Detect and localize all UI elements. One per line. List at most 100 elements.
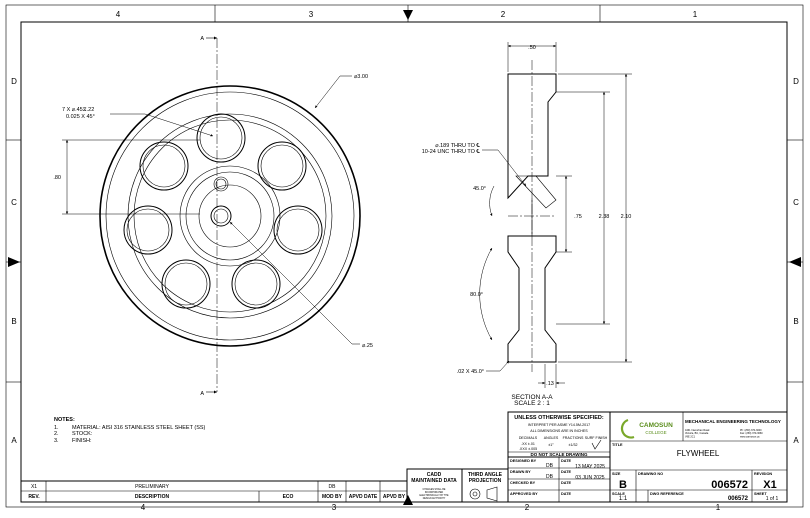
revision-header-description: DESCRIPTION <box>135 494 170 500</box>
tolerance-angle: ±1° <box>548 443 554 447</box>
tap-callout-line1: ⌀.189 THRU TO ℄ <box>435 143 480 149</box>
do-not-scale-note: DO NOT SCALE DRAWING <box>531 452 588 457</box>
zone-col-top-2: 2 <box>501 10 506 19</box>
drawing-no-label: DRAWING NO <box>638 472 663 476</box>
tolerance-header-fractions: FRACTIONS <box>563 436 584 440</box>
drawn-date: 03 JUN 2025 <box>575 475 604 481</box>
sheet-value: 1 of 1 <box>766 496 779 502</box>
note-1-number: 1. <box>54 425 59 431</box>
approved-by-label: APPROVED BY <box>510 492 538 496</box>
tap-angle: 45.0° <box>473 186 486 192</box>
cadd-title-line1: CADD <box>427 472 442 478</box>
tolerance-header-surface: SURF FINISH <box>585 436 608 440</box>
drawing-title: FLYWHEEL <box>677 449 720 458</box>
bore-circle <box>210 205 232 227</box>
scale-label: SCALE <box>612 492 625 496</box>
revision-row-mod-by: DB <box>329 484 337 490</box>
section-marker-bottom: A <box>200 391 204 397</box>
revision-header-mod-by: MOD BY <box>322 494 343 500</box>
title-block <box>609 411 788 503</box>
projection-cone-icon <box>486 486 498 502</box>
section-width-dimension: .50 <box>528 45 536 51</box>
logo-line2: COLLEGE <box>645 430 666 435</box>
section-marker-top: A <box>200 36 204 42</box>
zone-row-left-a: A <box>11 436 17 445</box>
tolerance-decimal-xxx: .XXX ±.005 <box>519 447 537 451</box>
section-view <box>479 42 632 388</box>
outer-diameter-callout: ⌀3.00 <box>354 74 368 80</box>
zone-row-left-d: D <box>11 77 17 86</box>
sheet-label: SHEET <box>754 492 767 496</box>
company-name: MECHANICAL ENGINEERING TECHNOLOGY <box>685 419 781 424</box>
designed-date: 13 MAY 2025 <box>575 464 605 470</box>
zone-col-top-4: 4 <box>116 10 121 19</box>
zone-row-right-c: C <box>793 198 799 207</box>
revision-row-description: PRELIMINARY <box>135 484 169 490</box>
designed-date-label: DATE <box>561 459 572 463</box>
designed-by-name: DB <box>546 463 554 469</box>
lightening-holes <box>123 113 323 309</box>
projection-line2: PROJECTION <box>469 478 502 484</box>
tolerance-header-angles: ANGLES <box>544 436 559 440</box>
tap-callout-line2: 10-24 UNC THRU TO ℄ <box>422 149 481 155</box>
vertical-dimension: .80 <box>53 175 61 181</box>
dimension-d1: .75 <box>574 214 582 220</box>
sheet-border <box>5 4 804 508</box>
revision-header-apvd-by: APVD BY <box>383 494 406 500</box>
revision-value: X1 <box>763 479 776 491</box>
tolerance-line2: ALL DIMENSIONS ARE IN INCHES <box>530 429 588 433</box>
drawing-number: 006572 <box>711 479 748 491</box>
camosun-logo <box>620 418 635 439</box>
zone-col-bottom-3: 3 <box>332 503 337 512</box>
zone-row-left-b: B <box>11 317 16 326</box>
zone-col-top-1: 1 <box>693 10 698 19</box>
logo-swirl-icon <box>620 418 635 439</box>
section-scale: SCALE 2 : 1 <box>514 400 550 407</box>
projection-line1: THIRD ANGLE <box>468 472 503 478</box>
revision-header-rev: REV. <box>28 494 40 500</box>
zone-row-right-a: A <box>793 436 799 445</box>
dwg-reference-label: DWG REFERENCE <box>650 492 684 496</box>
zone-row-left-c: C <box>11 198 17 207</box>
zone-row-right-d: D <box>793 77 799 86</box>
holes-callout-line2: 0.025 X 45° <box>66 114 95 120</box>
dwg-reference-value: 006572 <box>728 496 749 502</box>
tolerance-decimal-xx: .XX ±.01 <box>521 442 535 446</box>
revision-label: REVISION <box>754 472 772 476</box>
zone-col-bottom-4: 4 <box>141 503 146 512</box>
zone-col-bottom-2: 2 <box>525 503 530 512</box>
holes-callout-line1: 7 X ⌀.45⧖.22 <box>62 107 94 113</box>
zone-row-right-b: B <box>793 317 798 326</box>
note-1-text: MATERIAL: AISI 316 STAINLESS STEEL SHEET… <box>72 425 206 431</box>
dimension-d2: 2.38 <box>599 214 610 220</box>
tolerance-header-decimals: DECIMALS <box>519 436 538 440</box>
tolerance-title: UNLESS OTHERWISE SPECIFIED: <box>514 415 604 421</box>
revision-header-eco: ECO <box>283 494 294 500</box>
size-value: B <box>619 479 627 491</box>
tolerance-fraction: ±1/32 <box>569 443 578 447</box>
zone-col-bottom-1: 1 <box>716 503 721 512</box>
size-label: SIZE <box>612 472 621 476</box>
section-title: SECTION A-A <box>511 394 553 401</box>
bore-callout: ⌀.25 <box>362 343 373 349</box>
note-2-text: STOCK: <box>72 431 93 437</box>
drawn-by-label: DRAWN BY <box>510 470 531 474</box>
title-label: TITLE <box>612 443 623 447</box>
chamfer-callout: .02 X 45.0° <box>457 369 484 375</box>
revision-row-rev: X1 <box>31 484 37 490</box>
tapped-hole <box>213 176 229 192</box>
note-3-number: 3. <box>54 438 59 444</box>
note-3-text: FINISH: <box>72 438 92 444</box>
note-2-number: 2. <box>54 431 59 437</box>
surface-finish-icon <box>591 439 602 450</box>
drawn-date-label: DATE <box>561 470 572 474</box>
cadd-title-line2: MAINTAINED DATA <box>411 478 457 484</box>
projection-circle-icon <box>469 488 481 500</box>
revision-header-apvd-date: APVD DATE <box>349 494 378 500</box>
checked-date-label: DATE <box>561 481 572 485</box>
